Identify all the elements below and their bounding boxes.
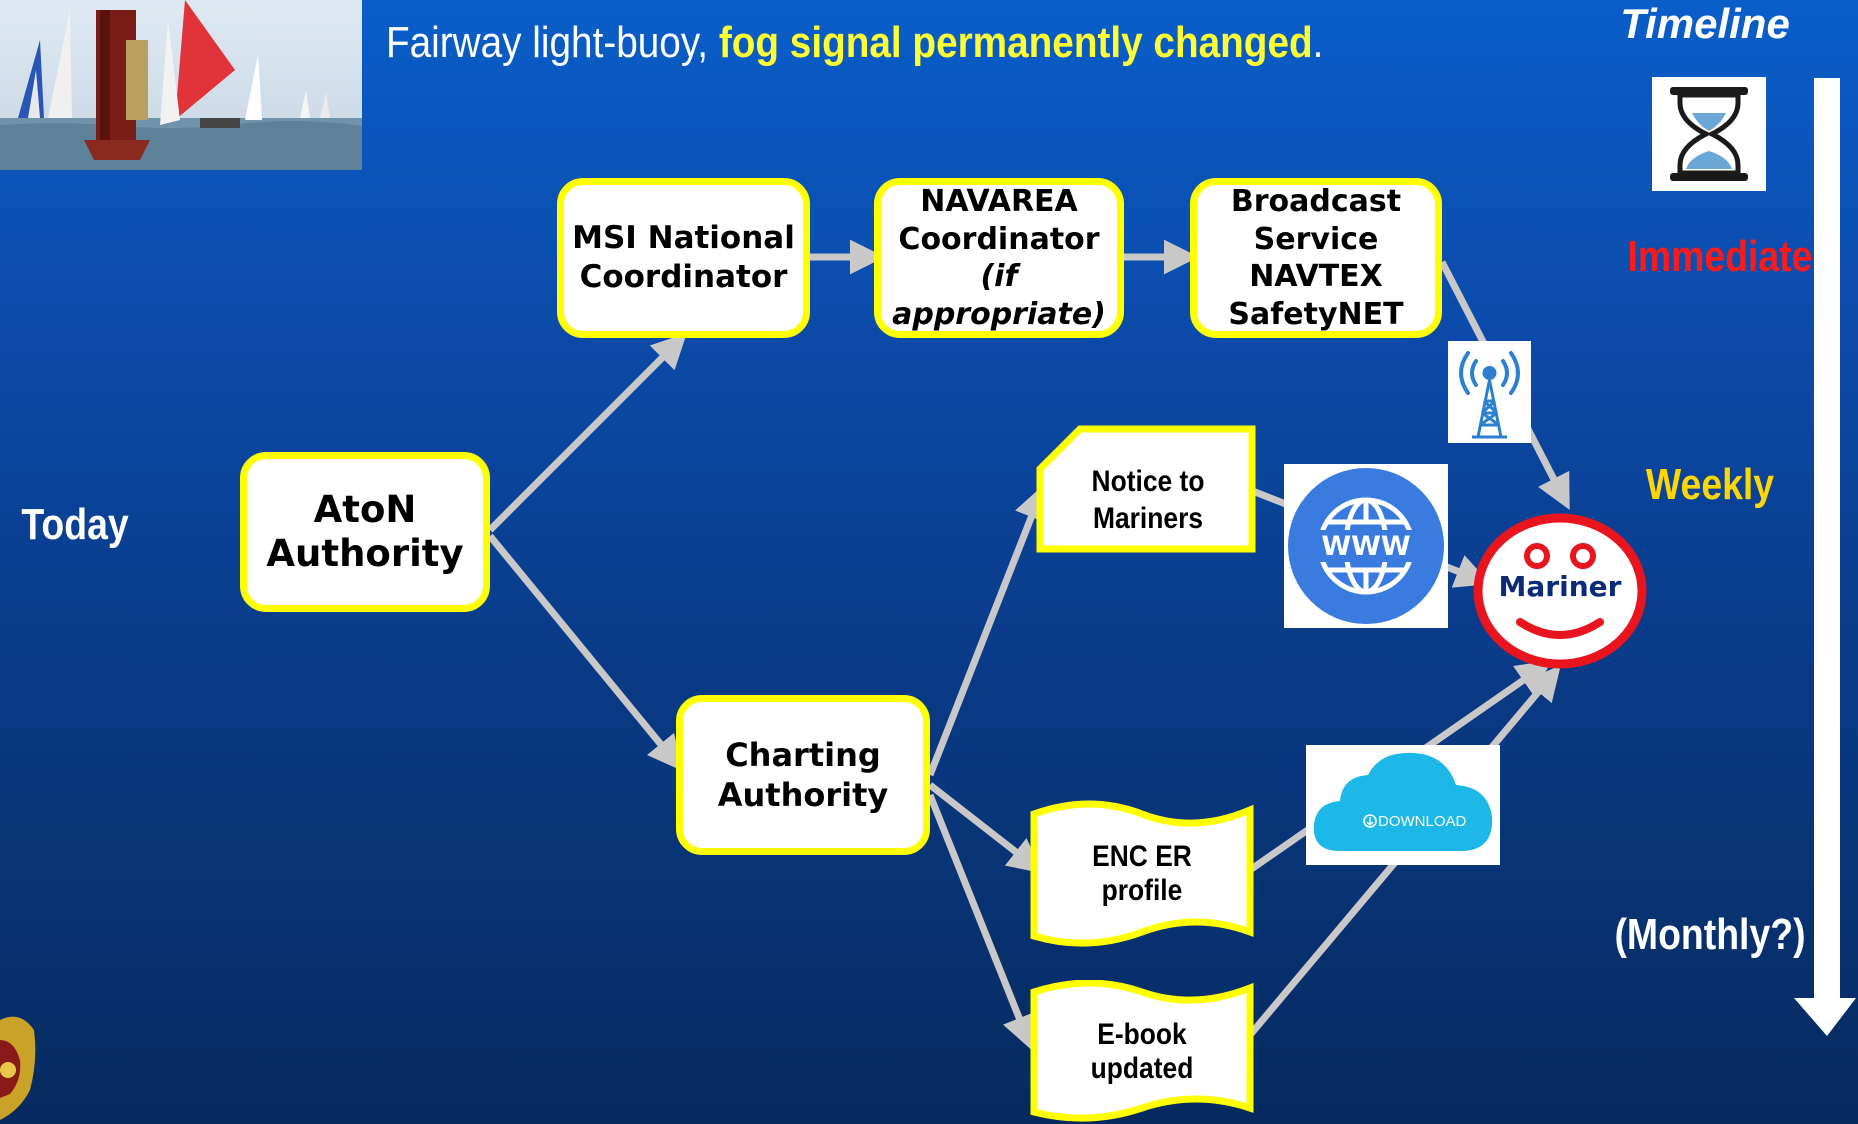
notice-line1: Notice to bbox=[1091, 464, 1205, 498]
ebook-document-shape bbox=[1030, 980, 1254, 1122]
aton-line1: AtoN bbox=[313, 487, 417, 531]
notice-line2: Mariners bbox=[1092, 502, 1204, 535]
navarea-line1: NAVAREA bbox=[920, 184, 1078, 219]
header-text: Fairway light-buoy, fog signal permanent… bbox=[386, 18, 1323, 68]
mariner-smiley: Mariner bbox=[1472, 512, 1648, 670]
download-text: DOWNLOAD bbox=[1378, 813, 1467, 830]
crest-emblem bbox=[0, 1010, 38, 1124]
notice-to-mariners-label: Notice to Mariners bbox=[1062, 460, 1234, 540]
sailing-photo bbox=[0, 0, 362, 170]
globe-icon: WWW bbox=[1284, 464, 1448, 628]
timeline-immediate: Immediate bbox=[1627, 232, 1813, 281]
navarea-line2: Coordinator bbox=[898, 221, 1100, 257]
antenna-icon bbox=[1448, 341, 1531, 443]
enc-document-shape bbox=[1030, 800, 1254, 947]
arrow-charting-ebook bbox=[926, 793, 1036, 1051]
broadcast-line2: Service bbox=[1253, 221, 1379, 257]
mariner-label: Mariner bbox=[1499, 570, 1622, 603]
arrow-charting-enc bbox=[927, 782, 1044, 874]
cloud-download-icon: DOWNLOAD bbox=[1306, 745, 1500, 865]
enc-er-profile-label: ENC ER profile bbox=[1092, 840, 1192, 907]
timeline-monthly: (Monthly?) bbox=[1614, 910, 1806, 959]
aton-line2: Authority bbox=[266, 532, 464, 575]
navarea-line3: (if appropriate) bbox=[892, 259, 1106, 332]
www-text: WWW bbox=[1321, 531, 1410, 562]
msi-line2: Coordinator bbox=[579, 259, 788, 295]
broadcast-line4: SafetyNET bbox=[1228, 296, 1404, 332]
timeline-title: Timeline bbox=[1620, 0, 1790, 47]
broadcast-line1: Broadcast bbox=[1230, 184, 1402, 219]
header-highlight: fog signal permanently changed bbox=[718, 18, 1313, 67]
header-suffix: . bbox=[1312, 18, 1324, 67]
timeline-today: Today bbox=[21, 500, 129, 549]
arrow-aton-charting bbox=[487, 533, 683, 771]
notice-card-shape bbox=[1036, 425, 1256, 553]
timeline-weekly: Weekly bbox=[1645, 460, 1775, 509]
charting-line1: Charting bbox=[725, 736, 881, 774]
arrow-charting-notice bbox=[926, 484, 1048, 777]
timeline-arrow bbox=[1794, 78, 1856, 1036]
hourglass-icon bbox=[1652, 77, 1766, 191]
header-prefix: Fairway light-buoy, bbox=[386, 18, 719, 67]
ebook-updated-label: E-book updated bbox=[1090, 1018, 1194, 1085]
arrow-aton-msi bbox=[487, 333, 687, 533]
broadcast-line3: NAVTEX bbox=[1249, 259, 1383, 294]
charting-line2: Authority bbox=[717, 776, 889, 814]
msi-line1: MSI National bbox=[572, 220, 795, 257]
